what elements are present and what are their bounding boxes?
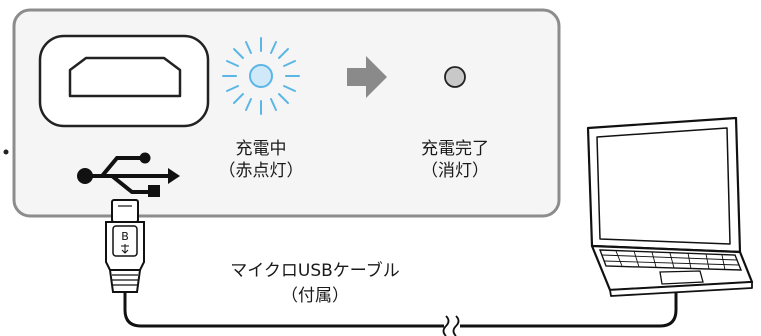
micro-usb-plug-icon: B [105, 199, 145, 293]
usb-cable [123, 268, 678, 328]
led-off-icon [444, 66, 466, 88]
edge-dot [3, 149, 9, 155]
charged-sub-label: （消灯） [421, 161, 489, 181]
laptop-icon [586, 116, 754, 297]
cable-sub-label: （付属） [281, 286, 349, 306]
charged-label: 充電完了 [421, 139, 489, 159]
charging-label: 充電中 [235, 139, 287, 159]
charging-sub-label: （赤点灯） [218, 161, 304, 181]
usb-port-icon [38, 34, 210, 128]
usb-symbol-icon [77, 152, 180, 197]
plug-letter: B [121, 230, 129, 243]
led-lit-icon [222, 37, 300, 115]
cable-label: マイクロUSBケーブル [230, 261, 400, 281]
cable-break-icon [442, 315, 460, 336]
right-arrow-icon [347, 56, 387, 98]
